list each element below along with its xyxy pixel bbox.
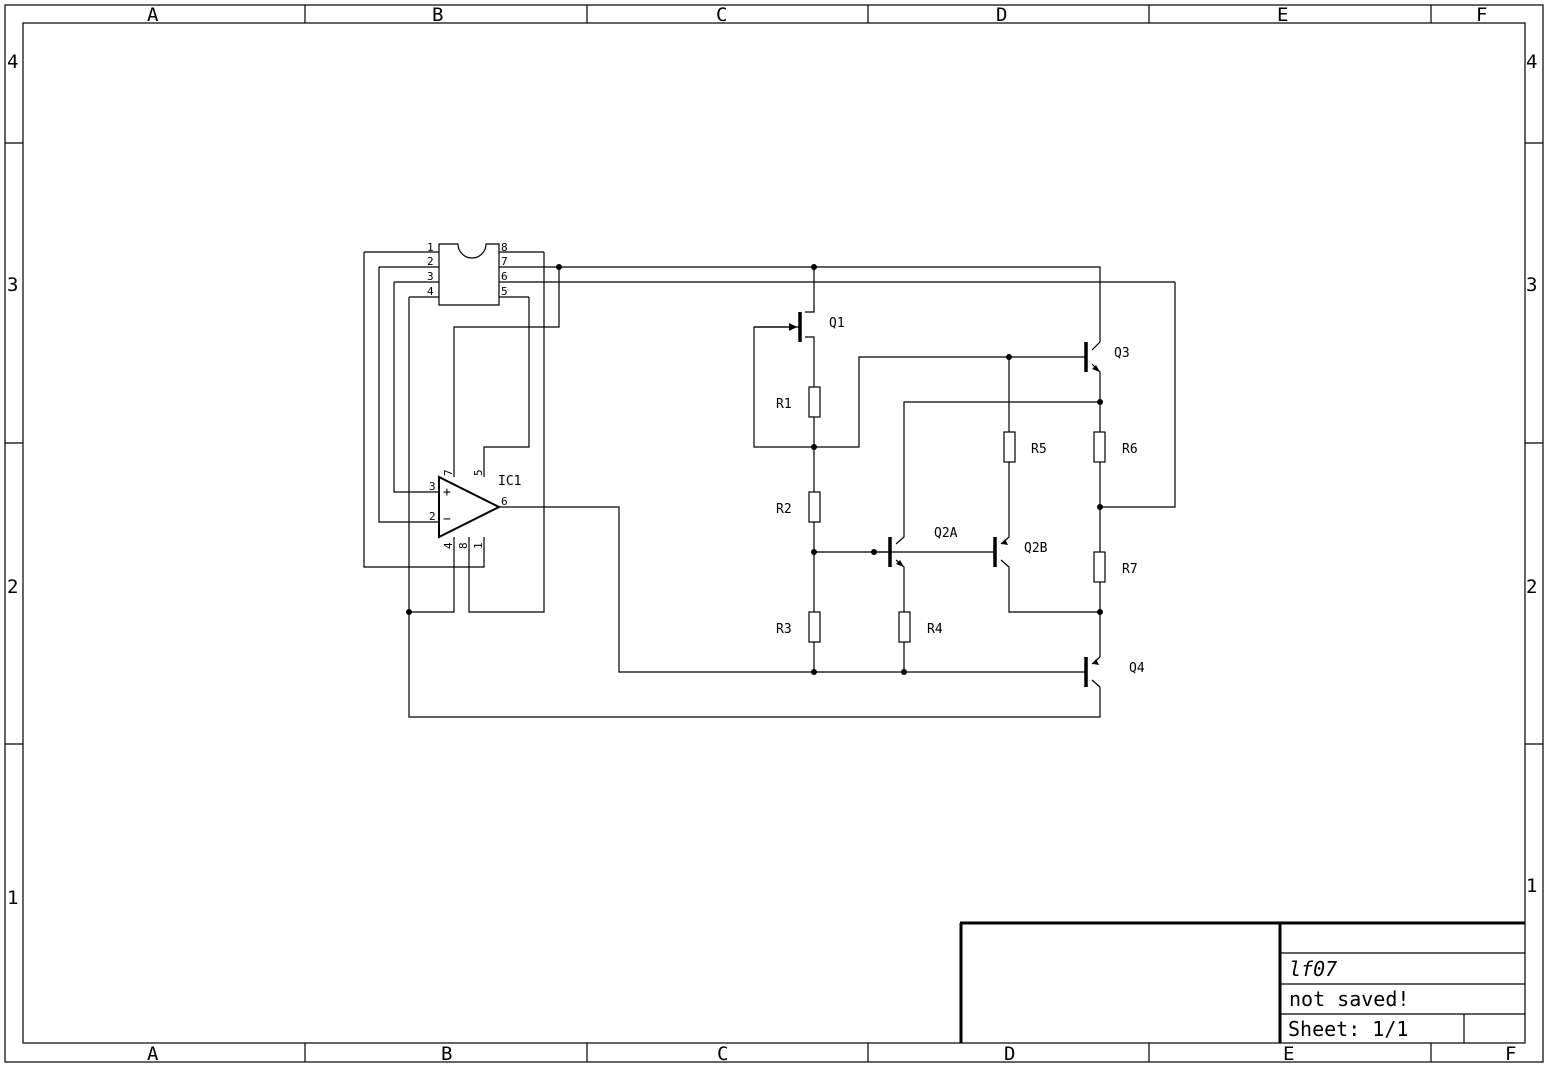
col-label-bottom-f: F (1505, 1043, 1516, 1065)
opamp-ic1: IC1 + − 3 2 6 7 5 4 8 1 (429, 469, 521, 549)
row-label-right-1: 1 (1526, 875, 1537, 897)
socket-pin-8: 8 (501, 241, 508, 254)
col-label-bottom-d: D (1004, 1043, 1015, 1065)
opamp-pin-7: 7 (442, 469, 455, 476)
q2b-label: Q2B (1024, 541, 1048, 556)
col-label-bottom-e: E (1283, 1043, 1294, 1065)
opamp-plus-sign: + (443, 485, 451, 500)
resistor-r5: R5 (1003, 431, 1047, 463)
q3-label: Q3 (1114, 346, 1130, 361)
transistor-q4: Q4 (1084, 657, 1145, 687)
opamp-pin-1: 1 (472, 542, 485, 549)
row-label-left-2: 2 (7, 576, 18, 598)
r5-label: R5 (1031, 442, 1047, 457)
resistor-r1: R1 (776, 386, 821, 418)
socket-pin-1: 1 (427, 241, 434, 254)
wires-left (363, 252, 1101, 718)
resistor-r6: R6 (1093, 431, 1138, 463)
opamp-pin-plus: 3 (429, 480, 436, 493)
junction-dots (406, 264, 1103, 675)
socket-pin-2: 2 (427, 255, 434, 268)
row-label-right-4: 4 (1526, 51, 1537, 73)
resistor-r7: R7 (1093, 551, 1138, 583)
transistor-q2b: Q2B (993, 537, 1048, 567)
sheet-number: Sheet: 1/1 (1288, 1017, 1408, 1041)
col-label-bottom-c: C (717, 1043, 728, 1065)
drawing-frame (4, 4, 1544, 1063)
wires-main (559, 266, 1176, 688)
row-label-left-3: 3 (7, 274, 18, 296)
col-label-bottom-a: A (147, 1043, 159, 1065)
resistor-r2: R2 (776, 491, 821, 523)
q2a-label: Q2A (934, 526, 958, 541)
title-block: lf07 not saved! Sheet: 1/1 (959, 921, 1525, 1043)
opamp-pin-out: 6 (501, 495, 508, 508)
row-label-right-3: 3 (1526, 274, 1537, 296)
col-label-top-b: B (432, 4, 443, 26)
col-label-top-c: C (716, 4, 727, 26)
resistor-r3: R3 (776, 611, 821, 643)
transistor-q1: Q1 (754, 312, 845, 342)
save-status: not saved! (1289, 987, 1409, 1011)
r3-label: R3 (776, 622, 792, 637)
opamp-minus-sign: − (443, 512, 451, 527)
opamp-pin-8: 8 (457, 542, 470, 549)
resistor-r4: R4 (898, 611, 943, 643)
r6-label: R6 (1122, 442, 1138, 457)
socket-pin-7: 7 (501, 255, 508, 268)
zone-labels: A B C D E F A B C D E F 4 3 2 1 4 3 2 1 (7, 4, 1537, 1065)
drawing-name: lf07 (1289, 957, 1337, 981)
r7-label: R7 (1122, 562, 1138, 577)
r4-label: R4 (927, 622, 943, 637)
col-label-top-d: D (996, 4, 1007, 26)
row-label-right-2: 2 (1526, 576, 1537, 598)
socket-pin-4: 4 (427, 285, 434, 298)
socket-pin-5: 5 (501, 285, 508, 298)
transistor-q2a: Q2A (888, 526, 958, 567)
q4-label: Q4 (1129, 661, 1145, 676)
transistor-q3: Q3 (1084, 342, 1130, 372)
socket-pin-6: 6 (501, 270, 508, 283)
col-label-top-e: E (1277, 4, 1288, 26)
opamp-ref: IC1 (498, 474, 521, 489)
col-label-top-a: A (147, 4, 159, 26)
row-label-left-1: 1 (7, 887, 18, 909)
col-label-bottom-b: B (441, 1043, 452, 1065)
opamp-pin-minus: 2 (429, 510, 436, 523)
row-label-left-4: 4 (7, 51, 18, 73)
ic-socket: 1 2 3 4 8 7 6 5 (364, 241, 1175, 306)
r2-label: R2 (776, 502, 792, 517)
socket-pin-3: 3 (427, 270, 434, 283)
col-label-top-f: F (1476, 4, 1487, 26)
r1-label: R1 (776, 397, 792, 412)
q1-label: Q1 (829, 316, 845, 331)
opamp-pin-4: 4 (442, 542, 455, 549)
opamp-pin-5: 5 (472, 469, 485, 476)
